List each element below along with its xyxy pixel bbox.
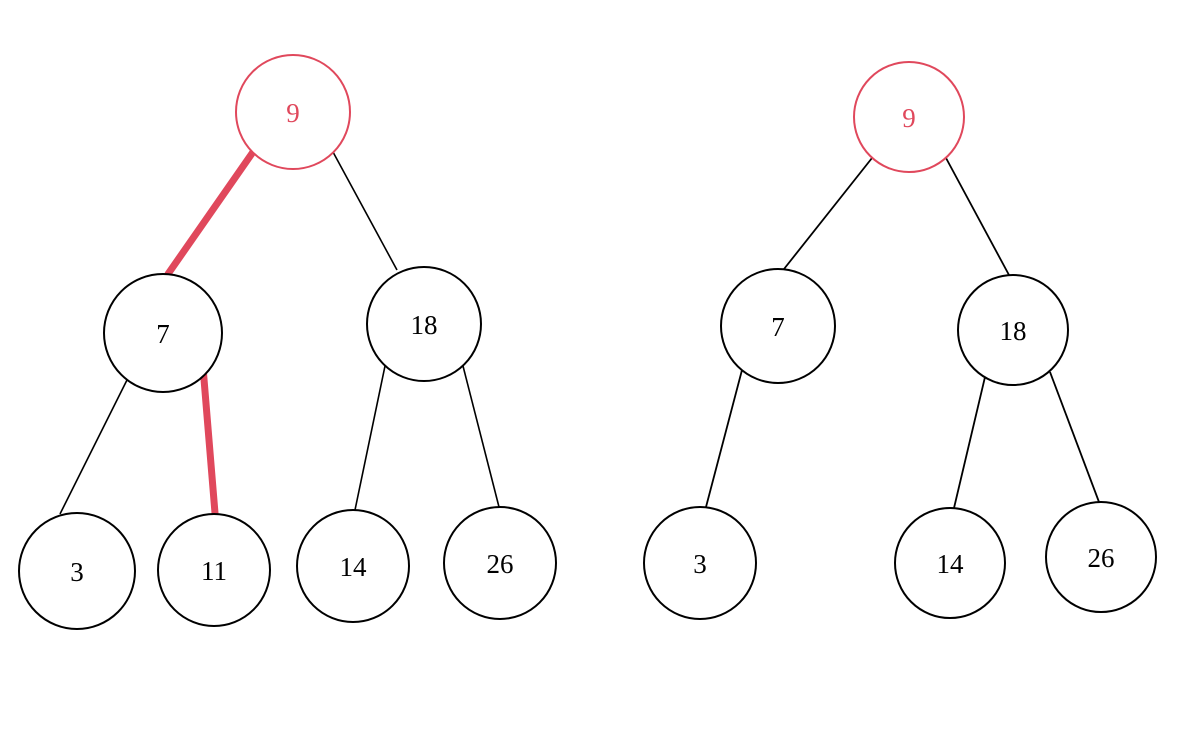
tree-node-14[interactable]: 14 — [894, 507, 1006, 619]
tree-edge-7-to-3 — [59, 379, 128, 515]
node-circle-9 — [235, 54, 351, 170]
node-label-3: 3 — [693, 549, 707, 579]
tree-node-7[interactable]: 7 — [720, 268, 836, 384]
node-label-18: 18 — [1000, 316, 1027, 346]
node-label-18: 18 — [411, 310, 438, 340]
node-circle-7 — [103, 273, 223, 393]
node-circle-3 — [18, 512, 136, 630]
tree-edge-highlighted-7-to-11 — [199, 363, 219, 517]
tree-node-3[interactable]: 3 — [643, 506, 757, 620]
node-circle-11 — [157, 513, 271, 627]
tree-edge-18-to-14 — [354, 365, 386, 511]
binary-search-tree-before-deletion-edges — [59, 148, 500, 517]
node-circle-14 — [296, 509, 410, 623]
tree-node-18[interactable]: 18 — [957, 274, 1069, 386]
tree-node-3[interactable]: 3 — [18, 512, 136, 630]
tree-node-26[interactable]: 26 — [443, 506, 557, 620]
tree-node-9-highlighted[interactable]: 9 — [853, 61, 965, 173]
tree-edge-7-to-3 — [705, 369, 743, 508]
tree-edge-9-to-18 — [945, 157, 1010, 276]
node-circle-26 — [1045, 501, 1157, 613]
node-label-14: 14 — [340, 552, 368, 582]
node-circle-3 — [643, 506, 757, 620]
node-label-11: 11 — [201, 556, 227, 586]
tree-node-7[interactable]: 7 — [103, 273, 223, 393]
tree-node-26[interactable]: 26 — [1045, 501, 1157, 613]
binary-search-tree-after-deletion-edges — [705, 157, 1100, 509]
node-label-3: 3 — [70, 557, 84, 587]
edges-layer — [59, 148, 1100, 517]
node-label-7: 7 — [156, 319, 170, 349]
tree-edge-9-to-7 — [783, 157, 873, 270]
tree-edge-18-to-14 — [953, 376, 986, 509]
tree-node-9-highlighted[interactable]: 9 — [235, 54, 351, 170]
node-circle-18 — [366, 266, 482, 382]
node-circle-26 — [443, 506, 557, 620]
node-label-14: 14 — [937, 549, 965, 579]
tree-node-14[interactable]: 14 — [296, 509, 410, 623]
nodes-layer: 9 7 18 3 11 14 26 9 7 18 3 14 26 — [18, 54, 1157, 630]
node-label-9: 9 — [286, 98, 300, 128]
binary-search-tree-before-deletion-nodes: 9 7 18 3 11 14 26 — [18, 54, 557, 630]
node-circle-7 — [720, 268, 836, 384]
tree-edge-18-to-26 — [462, 365, 500, 508]
tree-edge-highlighted-9-to-7 — [164, 148, 257, 278]
tree-node-11[interactable]: 11 — [157, 513, 271, 627]
node-label-9: 9 — [902, 103, 916, 133]
tree-edge-9-to-18 — [332, 151, 398, 271]
node-label-7: 7 — [771, 312, 785, 342]
binary-search-tree-after-deletion-nodes: 9 7 18 3 14 26 — [643, 61, 1157, 620]
node-label-26: 26 — [487, 549, 514, 579]
node-circle-18 — [957, 274, 1069, 386]
tree-edge-18-to-26 — [1049, 371, 1100, 503]
tree-node-18[interactable]: 18 — [366, 266, 482, 382]
node-label-26: 26 — [1088, 543, 1115, 573]
node-circle-9 — [853, 61, 965, 173]
node-circle-14 — [894, 507, 1006, 619]
